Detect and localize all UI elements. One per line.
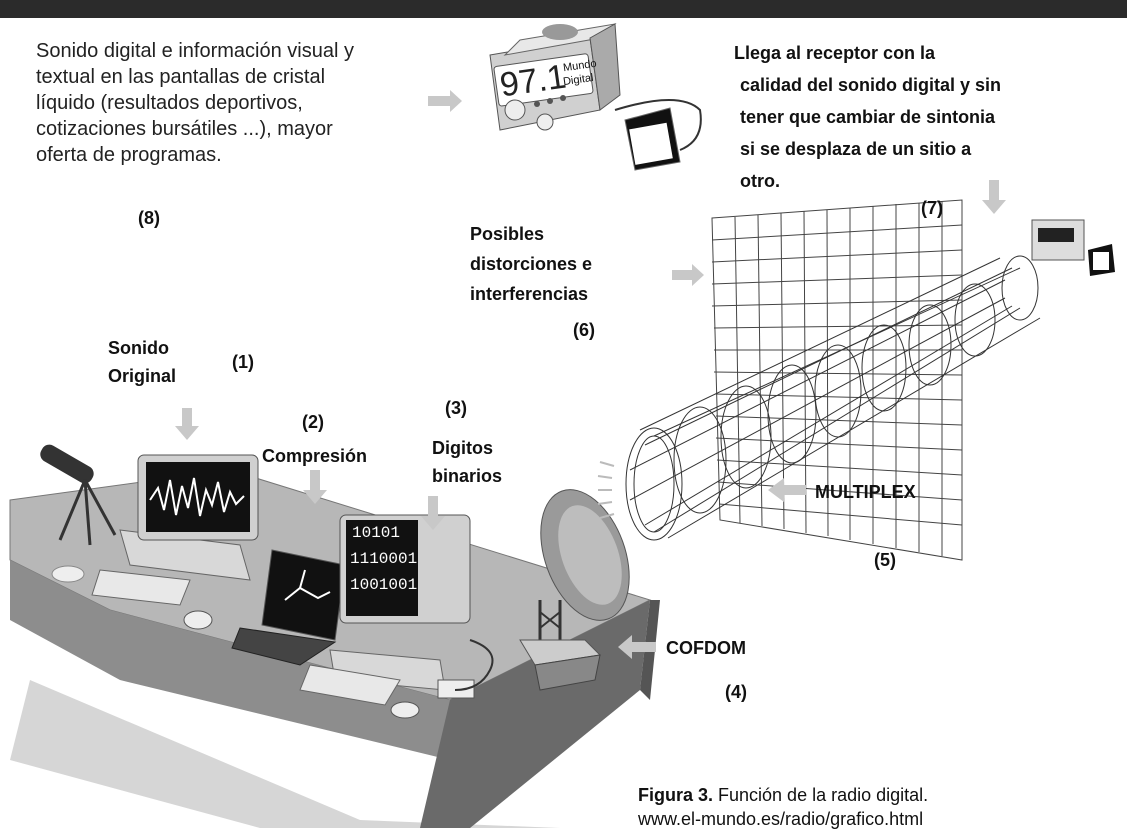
label-binarios: binarios	[432, 466, 503, 486]
receiver-line-1: Llega al receptor con la	[734, 43, 936, 63]
caption-bold: Figura 3.	[638, 785, 714, 805]
label-compresion: Compresión	[262, 446, 368, 466]
arrow-multiplex	[768, 478, 806, 502]
arrow-1-down	[175, 408, 199, 440]
step-5: (5)	[874, 550, 896, 570]
caption-text: Función de la radio digital.	[713, 785, 929, 805]
receiver-line-3: tener que cambiar de sintonia	[740, 107, 996, 127]
desk-front	[10, 560, 450, 760]
binary-line-1: 10101	[352, 524, 401, 542]
step-3: (3)	[445, 398, 467, 418]
satellite-dish-icon	[519, 489, 630, 691]
small-radio-icon	[1031, 219, 1115, 276]
step-7: (7)	[921, 198, 943, 218]
microphone-icon	[40, 444, 117, 546]
computer-binary-icon	[299, 514, 494, 719]
receiver-line-5: otro.	[740, 171, 780, 191]
computer-waveform-icon	[91, 454, 259, 630]
arrow-3-down	[421, 496, 445, 530]
laptop-icon	[231, 549, 346, 666]
arrow-6-right	[672, 264, 704, 286]
binary-line-3: 1001001	[350, 576, 418, 594]
caption-url: www.el-mundo.es/radio/grafico.html	[638, 809, 924, 829]
distortion-line-1: Posibles	[470, 224, 545, 244]
signal-grid	[711, 199, 963, 561]
signal-dashes	[597, 461, 615, 519]
label-digitos: Digitos	[432, 438, 493, 458]
intro-line-5: oferta de programas.	[36, 144, 222, 166]
label-original: Original	[108, 366, 177, 386]
figure-caption: Figura 3. Función de la radio digital.	[638, 784, 928, 806]
radio-receiver-icon	[489, 23, 702, 171]
arrow-7-down	[982, 180, 1006, 214]
intro-line-2: textual en las pantallas de cristal	[36, 66, 326, 88]
step-6: (6)	[573, 320, 595, 340]
distortion-line-3: interferencias	[470, 284, 589, 304]
label-sonido: Sonido	[108, 338, 169, 358]
top-bar	[0, 0, 1127, 18]
distortion-line-2: distorciones e	[470, 254, 593, 274]
signal-tube	[625, 255, 1041, 541]
binary-line-2: 1110001	[350, 550, 418, 568]
receiver-line-4: si se desplaza de un sitio a	[740, 139, 972, 159]
arrow-2-down	[303, 470, 327, 504]
step-4: (4)	[725, 682, 747, 702]
step-8: (8)	[138, 208, 160, 228]
step-2: (2)	[302, 412, 324, 432]
arrows	[175, 90, 1006, 659]
label-multiplex: MULTIPLEX	[815, 482, 916, 502]
cd-icon	[51, 565, 85, 583]
intro-line-3: líquido (resultados deportivos,	[36, 92, 303, 114]
step-1: (1)	[232, 352, 254, 372]
desk-shadow	[10, 680, 560, 828]
receiver-line-2: calidad del sonido digital y sin	[740, 75, 1002, 95]
intro-line-4: cotizaciones bursátiles ...), mayor	[36, 118, 333, 140]
arrow-cofdom	[618, 635, 656, 659]
arrow-8-to-radio	[428, 90, 462, 112]
label-cofdom: COFDOM	[666, 638, 746, 658]
intro-line-1: Sonido digital e información visual y	[36, 40, 354, 62]
